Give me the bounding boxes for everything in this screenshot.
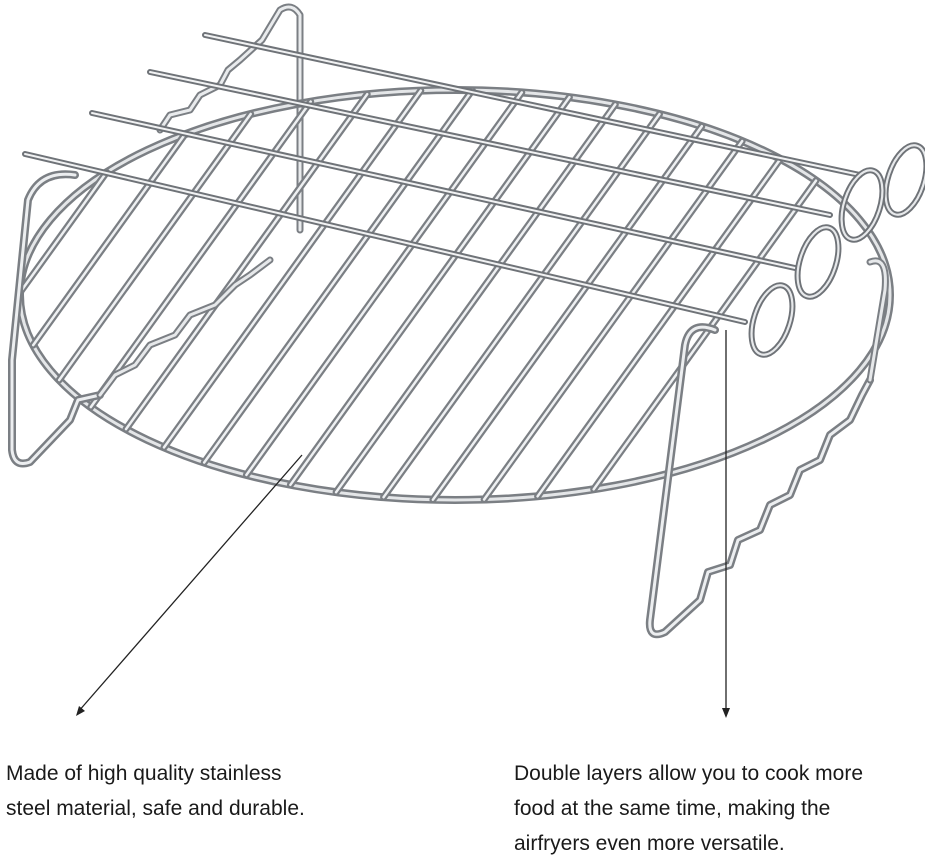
grill-bar (382, 112, 661, 499)
grill-bar (202, 88, 474, 464)
pointer-line-left (77, 454, 303, 713)
grill-bar (482, 139, 744, 501)
grill-bar (334, 103, 617, 494)
skewers (22, 32, 925, 358)
caption-double-layers-line-1: Double layers allow you to cook more (514, 762, 864, 785)
skewer-ring-handle (796, 226, 840, 298)
grill-bar (289, 95, 571, 487)
grill-bar (31, 133, 187, 347)
caption-material-line-2: steel material, safe and durable. (6, 797, 305, 820)
pointer-arrowhead-right (722, 708, 730, 718)
front-right-leg (645, 257, 889, 639)
grill-bar (124, 92, 369, 431)
skewer-rod (149, 71, 831, 216)
skewer-rod (24, 153, 746, 323)
grill-bar (162, 89, 423, 449)
grill-bar (57, 112, 252, 382)
caption-double-layers: Double layers allow you to cook more foo… (514, 756, 863, 861)
grill-bar (592, 179, 818, 491)
skewer-ring-handle (840, 169, 884, 241)
caption-double-layers-line-2: food at the same time, making the (514, 797, 831, 820)
skewer-rod (91, 112, 796, 269)
grill-bar (536, 157, 782, 498)
grill-bar (431, 124, 704, 501)
grill-bar (245, 91, 524, 477)
grill-bar (18, 171, 108, 294)
skewer-ring-handle (750, 284, 794, 356)
front-left-leg (8, 170, 274, 468)
caption-double-layers-line-3: airfryers even more versatile. (514, 832, 785, 855)
skewer-ring-handle (884, 144, 925, 216)
grill-bars (16, 86, 820, 504)
caption-material: Made of high quality stainless steel mat… (6, 756, 305, 826)
skewer-rod (204, 34, 861, 176)
pointer-arrowhead-left (76, 706, 85, 716)
pointer-lines (76, 330, 730, 718)
caption-material-line-1: Made of high quality stainless (6, 762, 282, 785)
back-left-leg (156, 3, 304, 234)
